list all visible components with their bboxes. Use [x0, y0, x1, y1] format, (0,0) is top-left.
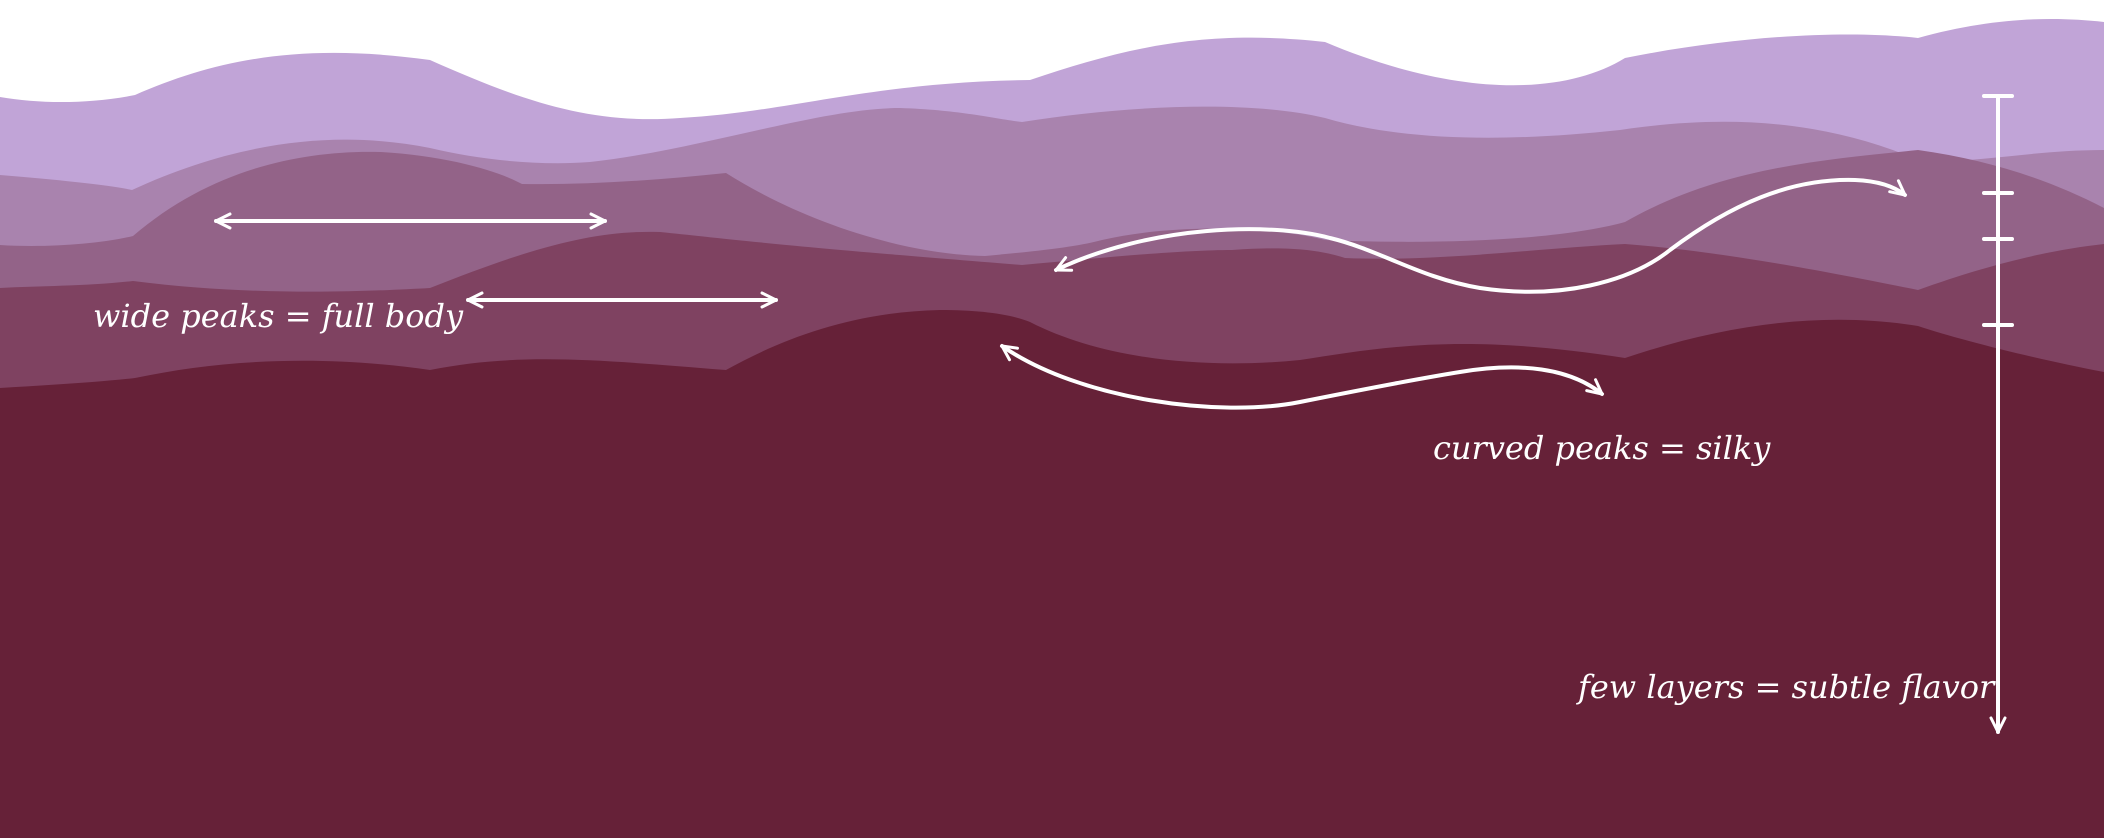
layer-5-deep-wine [0, 310, 2104, 838]
wide-peaks-label: wide peaks = full body [93, 297, 464, 335]
few-layers-label: few layers = subtle flavor [1578, 668, 1995, 706]
silky-lower-curve-arrow [1000, 344, 1604, 410]
curved-peaks-label: curved peaks = silky [1433, 429, 1771, 467]
silky-upper-curve-arrow [1054, 177, 1907, 294]
